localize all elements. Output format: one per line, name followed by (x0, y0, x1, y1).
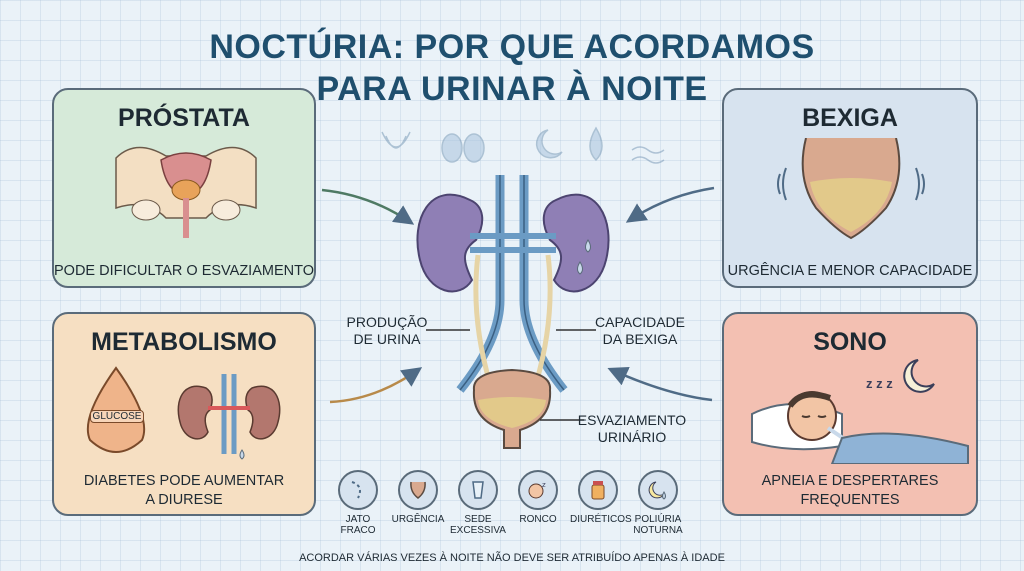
caption-line: A DIURESE (145, 492, 223, 508)
symptom-label: JATO FRACO (330, 514, 386, 536)
page-title: NOCTÚRIA: POR QUE ACORDAMOS PARA URINAR … (209, 28, 815, 108)
urine-drop (585, 239, 591, 253)
label-esvaziamento: ESVAZIAMENTO URINÁRIO (576, 412, 688, 446)
arrow-sono (607, 366, 713, 402)
symptom-ronco: z RONCO (510, 470, 566, 525)
left-kidney (416, 193, 484, 293)
drop-outline-icon (589, 126, 603, 162)
panel-prostata: PRÓSTATA PODE DIFICULTAR O ESVAZIAMENTO (52, 88, 316, 288)
label-line: DA BEXIGA (602, 331, 678, 347)
kidney-outline-icon (441, 133, 463, 163)
label-line: FRACO (340, 525, 376, 536)
symptom-diureticos: DIURÉTICOS (570, 470, 632, 525)
arrow-prostata (321, 188, 415, 225)
pill-bottle-icon (578, 470, 618, 510)
panel-caption: APNEIA E DESPERTARES FREQUENTES (724, 472, 976, 510)
label-line: JATO (345, 514, 371, 525)
right-kidney (542, 193, 610, 293)
urine-level (478, 397, 546, 428)
label-capacidade-bexiga: CAPACIDADE DA BEXIGA (590, 314, 690, 348)
symptom-label: SEDE EXCESSIVA (450, 514, 506, 536)
glucose-drop-icon (86, 366, 146, 453)
label-line: DIURÉTICOS (570, 514, 632, 525)
svg-text:z: z (542, 481, 546, 489)
arrow-bexiga (625, 186, 715, 223)
panel-caption: URGÊNCIA E MENOR CAPACIDADE (727, 263, 973, 279)
caption-line: APNEIA E DESPERTARES (761, 473, 939, 489)
prostate-pelvis-illustration (115, 146, 257, 238)
label-line: EXCESSIVA (450, 525, 506, 536)
water-glass-icon (458, 470, 498, 510)
label-line: URINÁRIO (597, 429, 667, 445)
label-line: NOTURNA (633, 525, 683, 536)
symptom-label: POLIÚRIA NOTURNA (630, 514, 686, 536)
symptom-label: DIURÉTICOS (570, 514, 632, 525)
symptom-label: URGÊNCIA (390, 514, 446, 525)
panel-heading: METABOLISMO (91, 328, 277, 356)
caption-line: DIABETES PODE AUMENTAR (83, 473, 285, 489)
panel-bexiga: BEXIGA URGÊNCIA E MENOR CAPACIDADE (722, 88, 978, 288)
label-line: PRODUÇÃO (346, 314, 428, 330)
moon-outline-icon (535, 129, 563, 159)
bladder-outline-icon (381, 131, 411, 149)
caption-line: FREQUENTES (800, 492, 900, 508)
panel-metabolismo: METABOLISMO GLUCOSE DIABETES PODE AUMENT… (52, 312, 316, 516)
snoring-face-icon: z (518, 470, 558, 510)
panel-caption: PODE DIFICULTAR O ESVAZIAMENTO (54, 263, 314, 279)
panel-caption: DIABETES PODE AUMENTAR A DIURESE (54, 472, 314, 510)
label-line: DE URINA (353, 331, 421, 347)
arrow-metabolismo (329, 367, 423, 404)
metab-right-kidney (245, 385, 281, 440)
footer-note: ACORDAR VÁRIAS VEZES À NOITE NÃO DEVE SE… (299, 552, 725, 564)
label-line: CAPACIDADE (595, 314, 685, 330)
weak-stream-icon (338, 470, 378, 510)
bladder-icon (398, 470, 438, 510)
label-line: SEDE (464, 514, 492, 525)
bladder-illustration (777, 138, 925, 240)
top-icon-row (381, 126, 665, 164)
panel-heading: PRÓSTATA (118, 104, 250, 132)
panel-sono: SONO z z z APNEIA E DESPERTARES FREQUENT… (722, 312, 978, 516)
sleeping-person-illustration (751, 359, 969, 464)
moon-drop-icon (638, 470, 678, 510)
label-line: ESVAZIAMENTO (577, 412, 687, 428)
moon-icon (903, 359, 935, 393)
symptom-jato-fraco: JATO FRACO (330, 470, 386, 536)
renal-vessels (470, 233, 556, 253)
symptom-icon-row: JATO FRACO URGÊNCIA SEDE EXCESSIVA z RON… (330, 470, 710, 550)
metabolism-illustration (86, 366, 281, 460)
panel-heading: SONO (813, 328, 887, 356)
label-line: POLIÚRIA (634, 514, 682, 525)
symptom-urgencia: URGÊNCIA (390, 470, 446, 525)
symptom-sede: SEDE EXCESSIVA (450, 470, 506, 536)
label-producao-urina: PRODUÇÃO DE URINA (344, 314, 430, 348)
symptom-poliuria: POLIÚRIA NOTURNA (630, 470, 686, 536)
symptom-label: RONCO (510, 514, 566, 525)
glucose-label: GLUCOSE (90, 410, 144, 423)
zzz-text: z z z (866, 376, 893, 391)
label-line: URGÊNCIA (391, 514, 445, 525)
sleep-waves-icon (631, 146, 665, 164)
metab-left-kidney (177, 385, 213, 440)
panel-heading: BEXIGA (802, 104, 898, 132)
label-line: RONCO (519, 514, 557, 525)
